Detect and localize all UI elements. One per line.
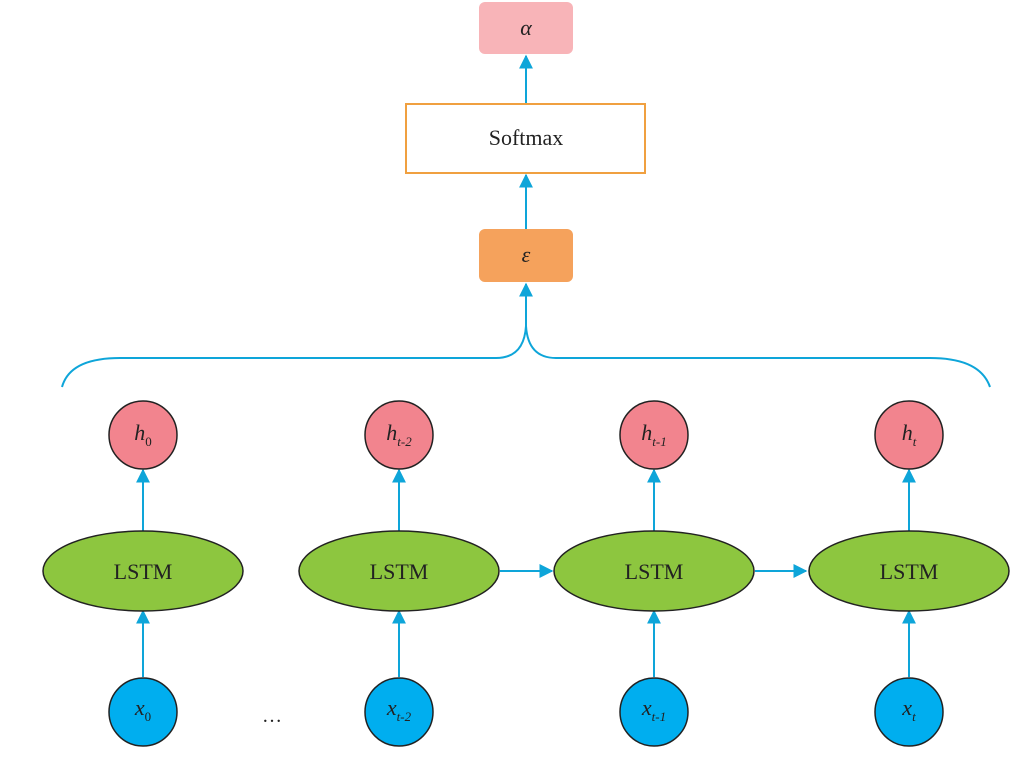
timestep-t: ht LSTM xt xyxy=(808,400,1010,747)
hidden-state-node xyxy=(874,400,944,470)
input-node xyxy=(619,677,689,747)
lstm-cell xyxy=(553,530,755,612)
alpha-symbol: α xyxy=(520,15,532,40)
softmax-label: Softmax xyxy=(489,125,564,150)
input-node xyxy=(364,677,434,747)
alpha-box xyxy=(479,2,573,54)
hidden-state-label: h0 xyxy=(134,420,152,449)
input-label: xt-1 xyxy=(641,695,666,724)
lstm-cell xyxy=(808,530,1010,612)
input-node xyxy=(874,677,944,747)
lstm-label: LSTM xyxy=(114,559,173,584)
timestep-0: h0 LSTM x0 xyxy=(42,400,244,747)
hidden-state-node xyxy=(364,400,434,470)
lstm-label: LSTM xyxy=(625,559,684,584)
input-label: xt xyxy=(901,695,916,724)
lstm-cell xyxy=(298,530,500,612)
softmax-box xyxy=(405,103,646,174)
hidden-state-label: ht-2 xyxy=(386,420,412,449)
lstm-label: LSTM xyxy=(370,559,429,584)
hidden-states-brace xyxy=(61,325,991,388)
input-label: xt-2 xyxy=(386,695,412,724)
timestep-t-2: ht-2 LSTM xt-2 xyxy=(298,400,500,747)
hidden-state-node xyxy=(108,400,178,470)
input-label: x0 xyxy=(134,695,151,724)
input-node xyxy=(108,677,178,747)
ellipsis: … xyxy=(262,705,282,727)
timestep-t-1: ht-1 LSTM xt-1 xyxy=(553,400,755,747)
hidden-state-node xyxy=(619,400,689,470)
lstm-label: LSTM xyxy=(880,559,939,584)
hidden-state-label: ht-1 xyxy=(641,420,666,449)
hidden-state-label: ht xyxy=(902,420,917,449)
epsilon-box xyxy=(479,229,573,282)
epsilon-symbol: ε xyxy=(522,242,531,267)
lstm-cell xyxy=(42,530,244,612)
